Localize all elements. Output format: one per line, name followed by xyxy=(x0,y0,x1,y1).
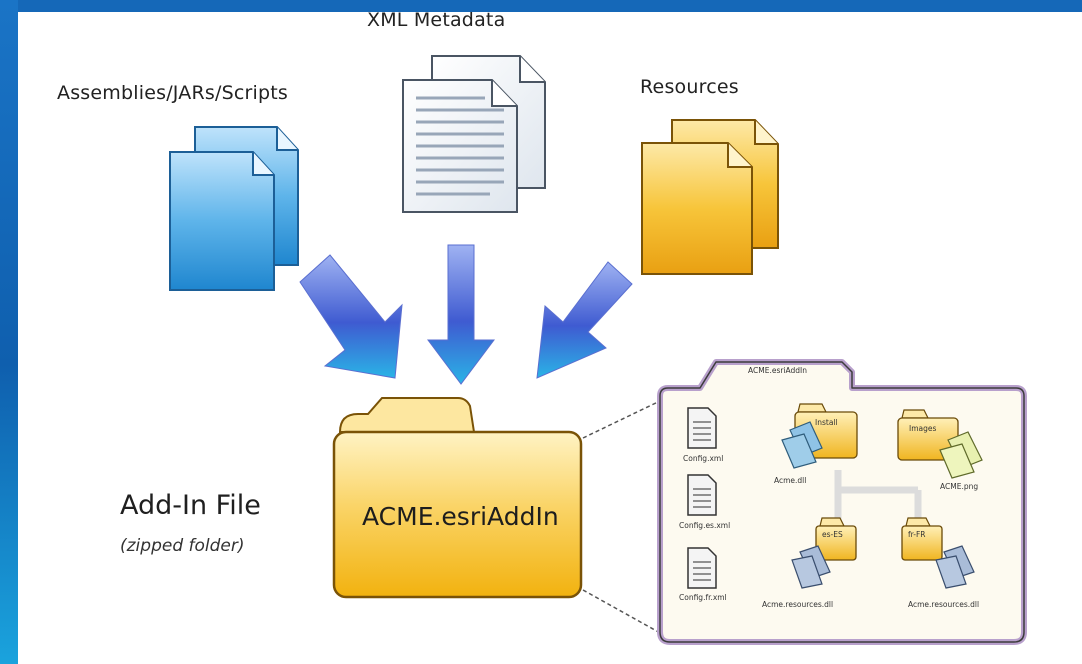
config-file-icon xyxy=(687,407,717,449)
arrow-xml-icon xyxy=(427,244,495,385)
acme-resources-fr-label: Acme.resources.dll xyxy=(908,600,980,609)
config-fr-xml-label: Config.fr.xml xyxy=(679,593,727,602)
es-folder-icon xyxy=(815,517,857,561)
assemblies-label: Assemblies/JARs/Scripts xyxy=(57,82,288,104)
resources-icon xyxy=(641,119,779,275)
xml-metadata-label: XML Metadata xyxy=(367,9,506,31)
addin-folder-label: ACME.esriAddIn xyxy=(362,502,559,531)
arrow-resources-icon xyxy=(536,261,633,379)
addin-file-subtitle: (zipped folder) xyxy=(120,536,245,556)
acme-dll-icon xyxy=(781,421,823,469)
top-accent-bar xyxy=(0,0,1082,12)
images-folder-label: Images xyxy=(909,424,937,433)
assemblies-icon xyxy=(169,126,299,291)
left-accent-bar xyxy=(0,0,18,664)
acme-dll-label: Acme.dll xyxy=(774,476,807,485)
addin-folder-icon xyxy=(332,397,583,599)
zoom-connector xyxy=(582,399,663,635)
acme-resources-es-icon xyxy=(791,545,831,589)
fr-folder-label: fr-FR xyxy=(908,530,926,539)
config-es-xml-label: Config.es.xml xyxy=(679,521,731,530)
arrow-assemblies-icon xyxy=(299,254,403,379)
contents-root-label: ACME.esriAddIn xyxy=(748,366,808,375)
contents-panel xyxy=(657,359,1027,645)
install-folder-label: Install xyxy=(815,418,838,427)
xml-metadata-icon xyxy=(402,55,546,213)
config-xml-label: Config.xml xyxy=(683,454,724,463)
fr-folder-icon xyxy=(901,517,943,561)
acme-png-icon xyxy=(939,431,983,479)
acme-resources-fr-icon xyxy=(935,545,975,589)
acme-resources-es-label: Acme.resources.dll xyxy=(762,600,834,609)
acme-png-label: ACME.png xyxy=(940,482,979,491)
addin-file-title: Add-In File xyxy=(120,490,261,521)
config-es-file-icon xyxy=(687,474,717,516)
config-fr-file-icon xyxy=(687,547,717,589)
es-folder-label: es-ES xyxy=(822,530,843,539)
resources-label: Resources xyxy=(640,76,739,98)
